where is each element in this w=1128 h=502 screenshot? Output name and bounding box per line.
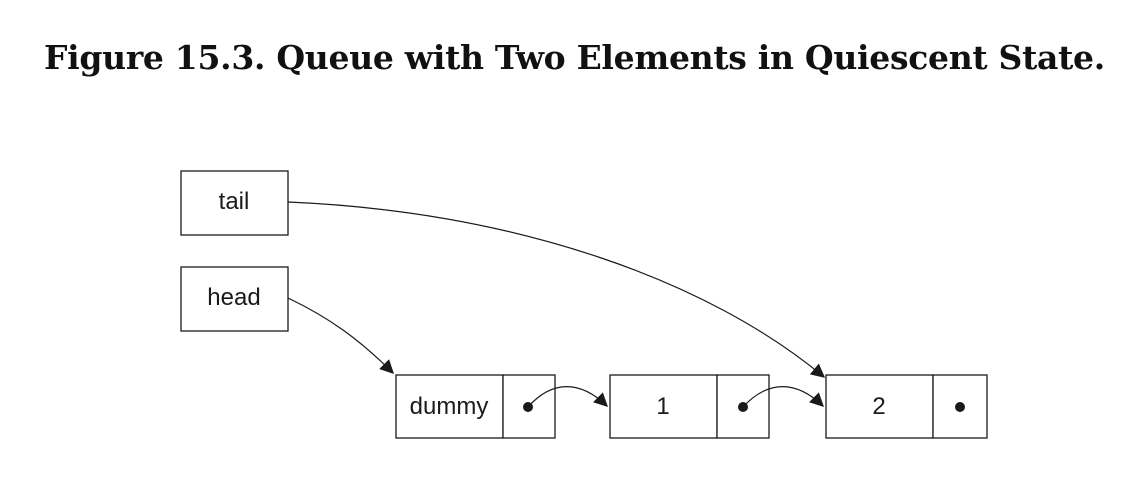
node-2-next-dot <box>955 402 965 412</box>
tail-label: tail <box>219 188 250 215</box>
head-pointer: head <box>180 266 289 332</box>
node-2: 2 <box>825 374 988 439</box>
tail-arrow <box>287 201 826 378</box>
node-dummy: dummy <box>395 374 556 439</box>
node-dummy-value: dummy <box>410 393 489 420</box>
head-label: head <box>207 284 260 311</box>
head-arrow <box>287 297 394 374</box>
1-to-2-arrow <box>742 386 825 408</box>
node-2-value: 2 <box>872 393 885 420</box>
node-1: 1 <box>609 374 770 439</box>
tail-pointer: tail <box>180 170 289 236</box>
figure-title: Figure 15.3. Queue with Two Elements in … <box>44 38 1105 77</box>
node-1-value: 1 <box>656 393 669 420</box>
dummy-to-1-arrow <box>527 386 609 408</box>
